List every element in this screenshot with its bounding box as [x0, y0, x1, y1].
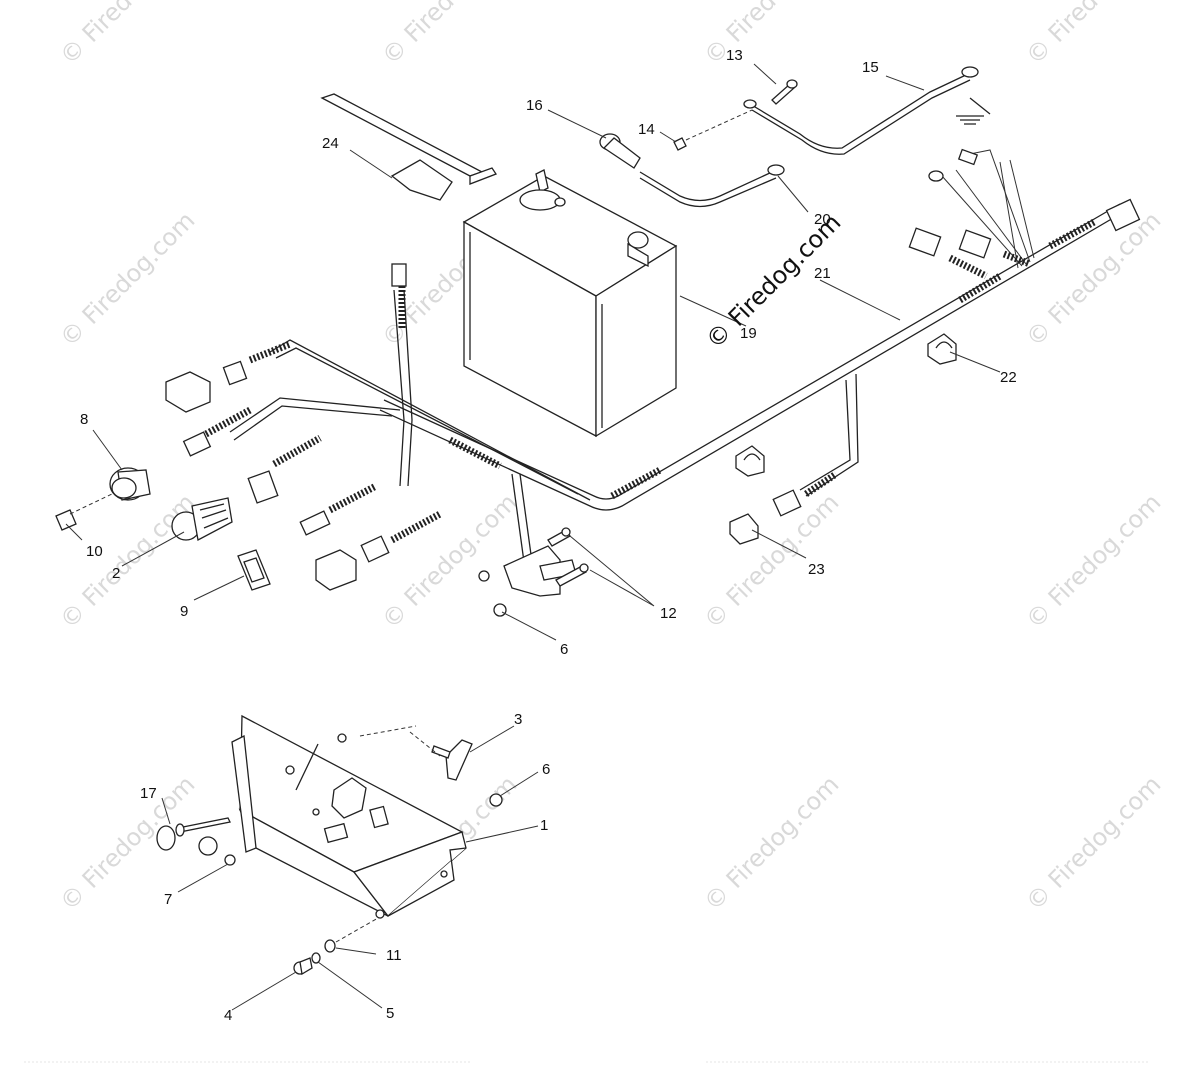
callout-6: 6: [560, 641, 568, 658]
callout-24: 24: [322, 135, 339, 152]
watermark: © Firedog.com: [698, 0, 844, 70]
watermark: © Firedog.com: [1020, 488, 1166, 634]
callout-12: 12: [660, 605, 677, 622]
watermark: © Firedog.com: [376, 0, 522, 70]
watermark: © Firedog.com: [1020, 206, 1166, 352]
part-13-bolt: [771, 79, 798, 105]
callout-labels: 1 2 3 4 5 6 6 7 8 9 10 11 12 13 14 15 16…: [80, 47, 1017, 1024]
callout-9: 9: [180, 603, 188, 620]
callout-8: 8: [80, 411, 88, 428]
part-6-nut: [493, 603, 507, 617]
corrugated-tube: [248, 340, 292, 364]
callout-6: 6: [542, 761, 550, 778]
part-20-battery-cable: [639, 164, 785, 208]
watermark: © Firedog.com: [1020, 770, 1166, 916]
callout-5: 5: [386, 1005, 394, 1022]
callout-17: 17: [140, 785, 157, 802]
watermark: © Firedog.com: [54, 770, 200, 916]
part-4-bolt: [293, 957, 313, 976]
part-15-ground-cable: [743, 66, 979, 155]
callout-13: 13: [726, 47, 743, 64]
callout-21: 21: [814, 265, 831, 282]
callout-20: 20: [814, 211, 831, 228]
callout-3: 3: [514, 711, 522, 728]
part-24-bracket: [320, 93, 497, 201]
callout-15: 15: [862, 59, 879, 76]
callout-22: 22: [1000, 369, 1017, 386]
part-14-nut: [673, 137, 687, 151]
assembly-line: [685, 109, 753, 141]
part-7-bolt: [224, 854, 236, 866]
callout-7: 7: [164, 891, 172, 908]
callout-11: 11: [386, 947, 402, 964]
harness-connectors: [165, 148, 1141, 591]
harness-clip: [735, 445, 765, 477]
part-6-nut-lower: [489, 793, 503, 807]
callout-16: 16: [526, 97, 543, 114]
part-10-key: [55, 493, 113, 531]
ground-symbol: [956, 97, 991, 125]
part-21-wiring-harness: [204, 149, 1121, 563]
part-19-battery: [462, 169, 678, 438]
callout-1: 1: [540, 817, 548, 834]
callout-14: 14: [638, 121, 655, 138]
part-17-screw: [156, 817, 231, 856]
callout-10: 10: [86, 543, 103, 560]
watermark: © Firedog.com: [54, 206, 200, 352]
part-16-terminal-boot: [599, 133, 641, 169]
watermark: © Firedog.com: [1020, 0, 1166, 70]
callout-2: 2: [112, 565, 120, 582]
part-23-connector: [729, 513, 759, 545]
part-1-console-panel: [231, 714, 467, 919]
part-8-switch: [109, 467, 151, 501]
callout-4: 4: [224, 1007, 232, 1024]
part-9-switch: [237, 549, 271, 591]
part-22-clip: [927, 333, 957, 365]
watermark: © Firedog.com: [54, 0, 200, 70]
part-11-washer: [324, 917, 379, 953]
callout-19: 19: [740, 325, 757, 342]
watermark: © Firedog.com: [54, 488, 200, 634]
callout-23: 23: [808, 561, 825, 578]
part-2-switch: [171, 497, 233, 541]
part-12-relay-bracket: [478, 527, 589, 597]
part-5-washer: [311, 952, 321, 964]
part-3-bracket: [359, 725, 473, 781]
leader-lines: [65, 63, 1001, 1011]
watermark: © Firedog.com: [698, 770, 844, 916]
